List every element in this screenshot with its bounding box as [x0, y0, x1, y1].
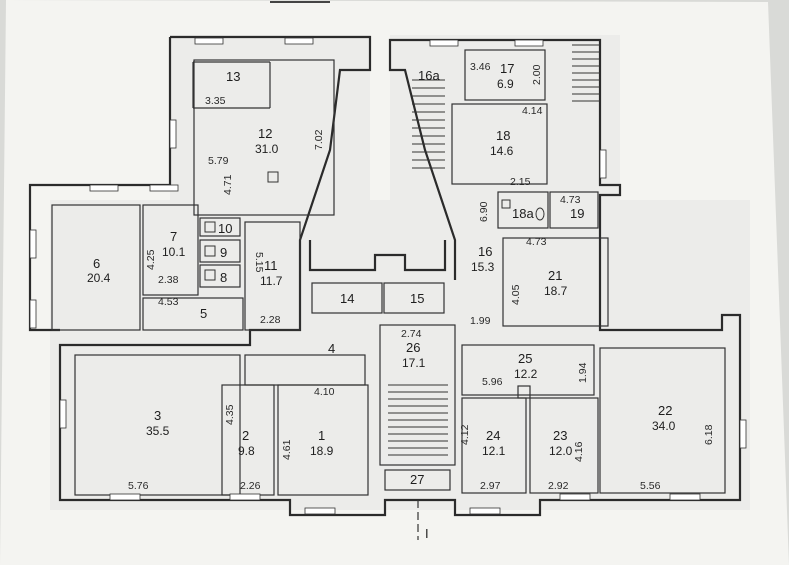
room-10-number: 10	[218, 221, 232, 236]
dim-label: 5.96	[482, 376, 503, 388]
room-18a-number: 18a	[512, 206, 534, 221]
dim-label: 1.94	[577, 362, 589, 383]
dim-label: 4.12	[459, 424, 471, 445]
room-26-area: 17.1	[402, 356, 426, 370]
room-7-number: 7	[170, 229, 177, 244]
room-7-area: 10.1	[162, 245, 186, 259]
partitions	[51, 49, 726, 496]
dim-label: 2.00	[531, 64, 543, 85]
room-22-area: 34.0	[652, 419, 676, 433]
dim-label: 7.02	[313, 129, 325, 150]
room-23-number: 23	[553, 428, 567, 443]
room-17-number: 17	[500, 61, 514, 76]
dim-label: 2.74	[401, 328, 422, 340]
room-17-area: 6.9	[497, 77, 514, 91]
dim-label: 3.46	[470, 61, 491, 73]
dim-label: 4.25	[145, 249, 157, 270]
room-9-number: 9	[220, 245, 227, 260]
room-16-number: 16	[478, 244, 492, 259]
room-24-area: 12.1	[482, 444, 506, 458]
dim-label: 3.35	[205, 95, 226, 107]
dim-label: 2.26	[240, 480, 261, 492]
dim-label: 2.28	[260, 314, 281, 326]
dim-label: 4.73	[526, 236, 547, 248]
room-1-area: 18.9	[310, 444, 334, 458]
dim-label: 2.92	[548, 480, 569, 492]
dim-label: 4.61	[281, 439, 293, 460]
room-6-number: 6	[93, 256, 100, 271]
dim-label: 4.16	[573, 441, 585, 462]
room-16-area: 15.3	[471, 260, 495, 274]
room-18-number: 18	[496, 128, 510, 143]
dim-label: 5.56	[640, 480, 661, 492]
room-26-number: 26	[406, 340, 420, 355]
room-14-number: 14	[340, 291, 354, 306]
dim-label: 1.99	[470, 315, 491, 327]
room-15-number: 15	[410, 291, 424, 306]
room-19-number: 19	[570, 206, 584, 221]
room-23-area: 12.0	[549, 444, 573, 458]
dim-label: 5.79	[208, 155, 229, 167]
room-labels: 13 12 31.0 6 20.4 7 10.1 10 9 8 11 11.7 …	[87, 61, 676, 487]
room-13-number: 13	[226, 69, 240, 84]
toilet-icon	[535, 207, 545, 221]
room-24-number: 24	[486, 428, 500, 443]
room-27-number: 27	[410, 472, 424, 487]
dim-label: 4.05	[510, 284, 522, 305]
dim-label: 5.15	[253, 252, 265, 273]
room-21-area: 18.7	[544, 284, 568, 298]
room-21-number: 21	[548, 268, 562, 283]
room-12-number: 12	[258, 126, 272, 141]
dim-label: 4.14	[522, 105, 543, 117]
section-mark: I	[425, 526, 429, 541]
room-25-area: 12.2	[514, 367, 538, 381]
room-1-number: 1	[318, 428, 325, 443]
dim-label: 2.97	[480, 480, 501, 492]
dim-label: 4.53	[158, 296, 179, 308]
room-25-number: 25	[518, 351, 532, 366]
room-11-number: 11	[264, 258, 278, 273]
room-3-area: 35.5	[146, 424, 170, 438]
windows	[29, 37, 747, 515]
room-16a-number: 16a	[418, 68, 440, 83]
room-11-area: 11.7	[260, 274, 283, 288]
dim-label: 4.10	[314, 386, 335, 398]
stair-right	[572, 44, 600, 102]
room-5-number: 5	[200, 306, 207, 321]
dim-label: 6.18	[703, 424, 715, 445]
corridor-wall	[308, 240, 447, 272]
dim-label: 2.15	[510, 176, 531, 188]
washbasin-icon	[501, 199, 511, 209]
dim-label: 5.76	[128, 480, 149, 492]
room-3-number: 3	[154, 408, 161, 423]
room-22-number: 22	[658, 403, 672, 418]
dim-label: 2.38	[158, 274, 179, 286]
fixtures	[204, 171, 545, 281]
dim-label: 6.90	[478, 201, 490, 222]
room-12-area: 31.0	[255, 142, 279, 156]
room-18-area: 14.6	[490, 144, 514, 158]
dim-label: 4.71	[222, 174, 234, 195]
dim-label: 4.73	[560, 194, 581, 206]
stair-central	[388, 384, 448, 456]
dimension-labels: 3.35 5.79 4.71 7.02 4.25 2.38 4.53 5.15 …	[128, 61, 715, 492]
dim-label: 4.35	[224, 404, 236, 425]
room-8-number: 8	[220, 270, 227, 285]
room-6-area: 20.4	[87, 271, 111, 285]
room-2-area: 9.8	[238, 444, 255, 458]
stair-upper	[412, 79, 445, 169]
room-2-number: 2	[242, 428, 249, 443]
room-4-number: 4	[328, 341, 335, 356]
